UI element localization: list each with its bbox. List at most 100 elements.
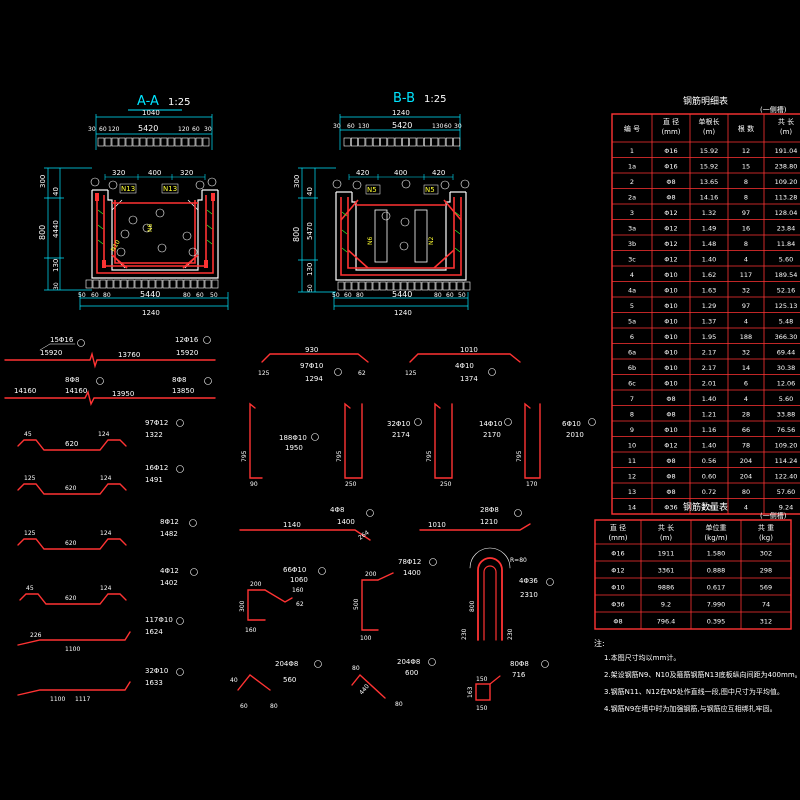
rebar-table-cell: 76.56	[777, 426, 796, 434]
rebar-table-cell: 5.60	[779, 255, 793, 263]
pitch-mark	[393, 281, 401, 291]
n13-dim: 150	[476, 705, 488, 712]
pitch-mark	[160, 137, 168, 147]
rebar-table-cell: 128.04	[775, 209, 798, 217]
rebar-table-cell: 8	[744, 240, 748, 248]
n11-dim: 40	[230, 677, 238, 684]
bb-bottom-total: 1240	[394, 309, 412, 317]
pitch-mark	[409, 137, 417, 147]
shape-n6b: 14Φ10 2170 795 250	[426, 402, 512, 488]
rebar-table-cell: 3	[630, 209, 634, 217]
aa-bottom-dim: 80	[183, 292, 191, 299]
pitch-mark	[407, 281, 415, 291]
n6-label: 188Φ10	[279, 434, 307, 442]
notes: 注: 1.本图尺寸均以mm计。 2.架设钢筋N9、N10及箍筋钢筋N13底板纵向…	[594, 638, 800, 713]
n9-label: 66Φ10	[283, 566, 306, 574]
rebar-table-cell: 80	[742, 488, 750, 496]
rebar-table-header: 根 数	[738, 124, 754, 133]
rebar-table-cell: 11.84	[777, 240, 796, 248]
pitch-mark	[127, 279, 135, 289]
rebar-table-header: (m)	[703, 128, 716, 136]
quantity-table-cell: 569	[760, 584, 772, 592]
shape-n5a: 1010 4Φ10 1374 125	[405, 346, 521, 383]
aa-bottom-dim: 50	[78, 292, 86, 299]
shape-n3: 97Φ12 1322 620 45 124	[17, 419, 184, 451]
bb-left-dim: 40	[306, 187, 314, 196]
rebar-table-cell: Φ8	[666, 410, 675, 418]
n6b-len: 2170	[483, 431, 501, 439]
quantity-table-header: (m)	[660, 534, 673, 542]
quantity-table-title: 钢筋数量表	[683, 501, 728, 513]
section-bb: B-B 1:25 1240 30 60 130 5420 130 60 30	[292, 91, 471, 317]
bb-left-dim: 50	[307, 284, 314, 292]
n14-radius: R=80	[510, 557, 527, 564]
rebar-table-cell: 57.60	[777, 488, 796, 496]
rebar-table-cell: 12	[742, 147, 750, 155]
n7-label: 4Φ8	[330, 506, 344, 514]
rebar-table-cell: 204	[740, 472, 752, 480]
aa-bottom-dim: 5440	[140, 290, 160, 299]
rebar-table-cell: 5.60	[779, 395, 793, 403]
shape-n2: 8Φ8 14160 14160 13950 8Φ8 13850	[4, 376, 216, 407]
bb-overall-dim: 1240	[392, 109, 410, 117]
rebar-table-cell: 1.62	[702, 271, 716, 279]
pitch-mark	[350, 137, 358, 147]
n3-label: 97Φ12	[145, 419, 168, 427]
n3-len: 1322	[145, 431, 163, 439]
rebar-table-header: (mm)	[661, 128, 680, 136]
pitch-mark	[365, 137, 373, 147]
pitch-mark	[141, 279, 149, 289]
n3b-label: 8Φ12	[160, 518, 179, 526]
quantity-table-cell: 0.888	[707, 567, 726, 575]
pitch-mark	[113, 279, 121, 289]
n9-dim: 160	[292, 587, 304, 594]
n12-len: 600	[405, 669, 418, 677]
rebar-table-cell: 13	[628, 488, 636, 496]
rebar-table-cell: 191.04	[775, 147, 798, 155]
rebar-table-cell: 1.37	[702, 317, 716, 325]
pitch-mark	[169, 279, 177, 289]
rebar-table-cell: 4a	[628, 286, 636, 294]
shape-n3c: 4Φ12 1402 620 45 124	[19, 567, 198, 605]
pitch-mark	[106, 279, 114, 289]
rebar-table-cell: 4	[744, 317, 748, 325]
rebar-table-cell: 12	[628, 472, 636, 480]
rebar-table-cell: 2.31	[702, 503, 716, 511]
pitch-mark	[85, 279, 93, 289]
pitch-mark	[358, 137, 366, 147]
rebar-table-cell: 32	[742, 286, 750, 294]
n2-label: 8Φ8	[172, 376, 186, 384]
pitch-mark	[118, 137, 126, 147]
rebar-table-cell: 12.06	[777, 379, 796, 387]
rebar-table-cell: 6c	[628, 379, 636, 387]
pitch-mark	[139, 137, 147, 147]
rebar-table-cell: 4	[630, 271, 634, 279]
n9-dim: 300	[239, 600, 246, 612]
pitch-mark	[183, 279, 191, 289]
bar-shapes: 15Φ16 15920 13760 12Φ16 15920 8Φ8 14160 …	[4, 336, 596, 712]
pitch-mark	[414, 281, 422, 291]
aa-left-dim: 30	[53, 282, 60, 290]
rebar-table-cell: 0.72	[702, 488, 716, 496]
quantity-table-cell: 796.4	[657, 618, 676, 626]
rebar-table-cell: Φ12	[664, 255, 677, 263]
n5a-label: 4Φ10	[455, 362, 474, 370]
pitch-mark	[92, 279, 100, 289]
shape-n10: 78Φ12 1400 200 500 100	[353, 558, 437, 642]
quantity-table-cell: Φ16	[611, 550, 624, 558]
rebar-table-cell: Φ8	[666, 472, 675, 480]
rebar-table-cell: 14	[628, 503, 636, 511]
pitch-mark	[190, 279, 198, 289]
quantity-table-header: 直 径	[610, 523, 626, 532]
rebar-table-cell: 189.54	[775, 271, 798, 279]
pitch-mark	[445, 137, 453, 147]
rebar-table-cell: 238.80	[775, 162, 798, 170]
quantity-table-cell: 74	[762, 601, 770, 609]
quantity-table-unit: (一侧槽)	[760, 511, 787, 520]
rebar-table-cell: Φ10	[664, 364, 677, 372]
rebar-table-cell: 33.88	[777, 410, 796, 418]
quantity-table-cell: 9886	[658, 584, 675, 592]
note-item: 3.钢筋N11、N12在N5处作直线一段,图中尺寸为平均值。	[604, 687, 784, 696]
n3b-dim: 125	[24, 530, 36, 537]
